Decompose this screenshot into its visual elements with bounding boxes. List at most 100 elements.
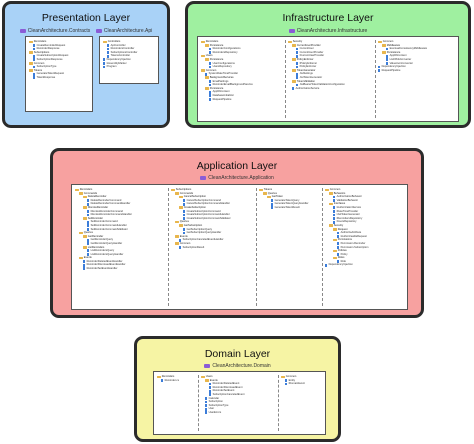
file-item: IPolicyEnforcer [288, 62, 372, 66]
file-item: IAuthorizeableRequest [325, 235, 407, 239]
infrastructure-layer: Infrastructure Layer CleanArchitecture.I… [185, 1, 471, 128]
folder-item: Reminders [157, 375, 195, 379]
infrastructure-layer-title: Infrastructure Layer [282, 12, 374, 24]
file-item: CurrentUser [288, 47, 372, 51]
folder-item: Users [201, 375, 275, 379]
file-item: User [201, 407, 275, 411]
file-item: CreateSubscriptionCommandHandler [171, 213, 253, 217]
folder-item: CancelSubscription [171, 195, 253, 199]
folder-item: Reminders [75, 188, 165, 192]
file-item: Permission.Reminder [325, 242, 407, 246]
folder-item: Interfaces [325, 202, 407, 206]
folder-item: Reminders [29, 40, 91, 44]
file-item: Subscription [201, 400, 275, 404]
folder-item: Tokens [29, 69, 91, 73]
folder-item: SetReminder [75, 217, 165, 221]
file-item: ListRemindersQuery [75, 249, 165, 253]
project-icon [204, 363, 211, 368]
folder-item: CreateSubscription [171, 206, 253, 210]
file-item: Calendar [201, 397, 275, 401]
file-item: ApiController [103, 44, 158, 48]
file-item: DismissReminderCommandHandler [75, 213, 165, 217]
folder-item: TokenValidation [288, 80, 372, 84]
file-item: ValueJsonConverter [378, 62, 458, 66]
folder-item: Persistence [378, 51, 458, 55]
file-item: SubscriptionResponse [29, 58, 91, 62]
file-item: ReminderDeletedEventHandler [75, 260, 165, 264]
column-divider [168, 188, 169, 306]
folder-item: Common [281, 375, 325, 379]
file-item: IUsersRepository [325, 220, 407, 224]
file-item: EventualConsistencyMiddleware [378, 47, 458, 51]
presentation-project-labels: CleanArchitecture.Contracts CleanArchite… [5, 28, 167, 34]
folder-item: Queries [75, 231, 165, 235]
file-item: ReminderResponse [29, 47, 91, 51]
file-item: CreateSubscriptionRequest [29, 54, 91, 58]
file-item: ReminderDeletedEvent [201, 382, 275, 386]
folder-item: Common [29, 62, 91, 66]
column-divider [198, 375, 199, 431]
file-item: CancelSubscriptionCommand [171, 199, 253, 203]
file-item: ListRemindersQueryHandler [75, 253, 165, 257]
file-item: DependencyInjection [103, 58, 158, 62]
file-item: UserErrors [201, 411, 275, 415]
folder-item: Subscriptions [29, 51, 91, 55]
file-item: SubscriptionCanceledEvent [201, 393, 275, 397]
file-item: PolicyEnforcer [288, 65, 372, 69]
folder-item: Security [288, 40, 372, 44]
file-item: RemindersController [103, 47, 158, 51]
file-item: IDateTimeProvider [325, 210, 407, 214]
folder-item: Persistence [201, 58, 283, 62]
file-item: ReminderEmailBackgroundService [201, 83, 283, 87]
folder-item: Commands [75, 192, 165, 196]
folder-item: GetToken [259, 195, 319, 199]
file-item: DependencyInjection [378, 65, 458, 69]
file-item: ReminderDismissedEvent [201, 386, 275, 390]
file-item: JwtTokenGenerator [288, 76, 372, 80]
folder-item: Policies [325, 249, 407, 253]
file-item: IAssemblyMarker [103, 62, 158, 66]
folder-item: DeleteReminder [75, 195, 165, 199]
project-icon [200, 175, 207, 180]
folder-item: Common [378, 40, 458, 44]
column-divider [256, 188, 257, 306]
file-item: GenerateTokenQueryHandler [259, 202, 319, 206]
file-item: Reminder.cs [157, 379, 195, 383]
file-item: GetSubscriptionQueryHandler [171, 231, 253, 235]
column-divider [285, 40, 286, 118]
file-item: AuthorizationService [288, 87, 372, 91]
folder-item: Events [201, 379, 275, 383]
folder-item: Middleware [378, 44, 458, 48]
file-item: GenerateTokenResult [259, 206, 319, 210]
file-item: CreateReminderRequest [29, 44, 91, 48]
file-item: Permission.Subscription [325, 246, 407, 250]
file-item: CreateSubscriptionCommand [171, 210, 253, 214]
file-item: ReminderSetEvent [201, 389, 275, 393]
project-icon [95, 28, 102, 33]
domain-layer-title: Domain Layer [204, 348, 271, 360]
file-item: Program [103, 65, 158, 69]
file-item: GenerateTokenQuery [259, 199, 319, 203]
file-item: ValidationBehavior [325, 199, 407, 203]
folder-item: ListReminders [75, 246, 165, 250]
file-item: CurrentUserProvider [288, 51, 372, 55]
folder-item: CurrentUserProvider [288, 44, 372, 48]
folder-item: PolicyEnforcer [288, 58, 372, 62]
file-item: GetSubscriptionQuery [171, 228, 253, 232]
contracts-project-label: CleanArchitecture.Contracts [27, 28, 91, 34]
file-item: SetReminderCommandValidator [75, 228, 165, 232]
infrastructure-project-label: CleanArchitecture.Infrastructure [188, 28, 468, 34]
file-item: DeleteReminderCommandHandler [75, 202, 165, 206]
folder-item: DismissReminder [75, 206, 165, 210]
file-item: Role [325, 260, 407, 264]
file-item: DependencyInjection [325, 263, 407, 267]
file-item: Policy [325, 253, 407, 257]
